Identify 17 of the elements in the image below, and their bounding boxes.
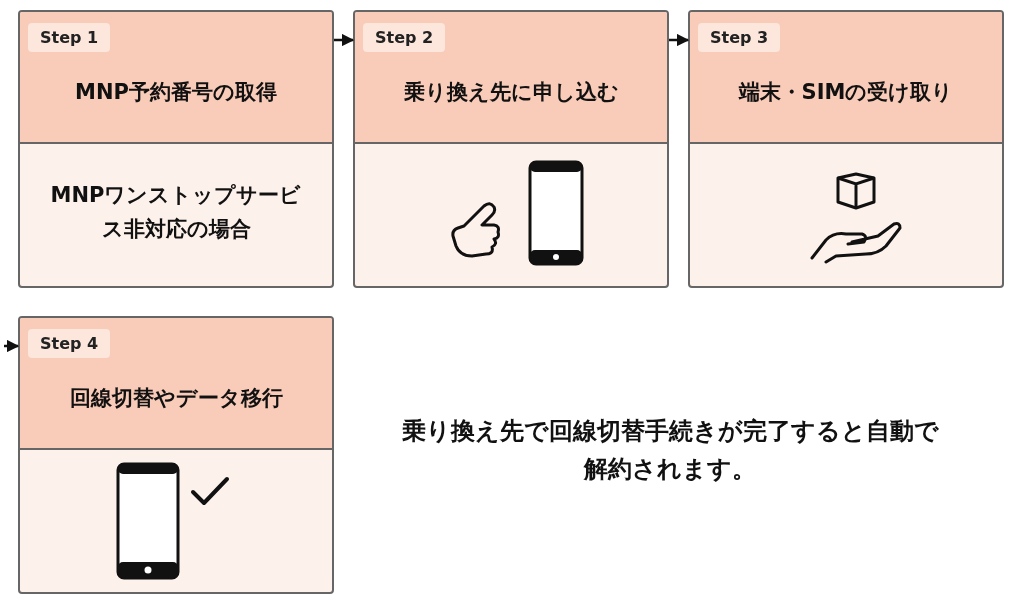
step-card: [688, 10, 1004, 288]
step-badge: Step 2: [363, 23, 446, 52]
note-text: 乗り換え先で回線切替手続きが完了すると自動で解約されます。: [400, 416, 940, 485]
arrow: [4, 339, 20, 353]
step-card: [18, 316, 334, 594]
arrow: [334, 33, 355, 47]
arrow: [669, 33, 690, 47]
step-badge: Step 1: [28, 23, 111, 52]
step-card: [18, 10, 334, 288]
step-badge: Step 3: [698, 23, 781, 52]
step-title: MNP予約番号の取得: [74, 79, 278, 106]
step-badge: Step 4: [28, 329, 111, 358]
step-description: MNPワンストップサービス非対応の場合: [50, 182, 302, 243]
step-title: 端末・SIMの受け取り: [737, 79, 955, 106]
step-card: [353, 10, 669, 288]
step-title: 乗り換え先に申し込む: [402, 79, 620, 106]
step-title: 回線切替やデータ移行: [68, 385, 284, 412]
